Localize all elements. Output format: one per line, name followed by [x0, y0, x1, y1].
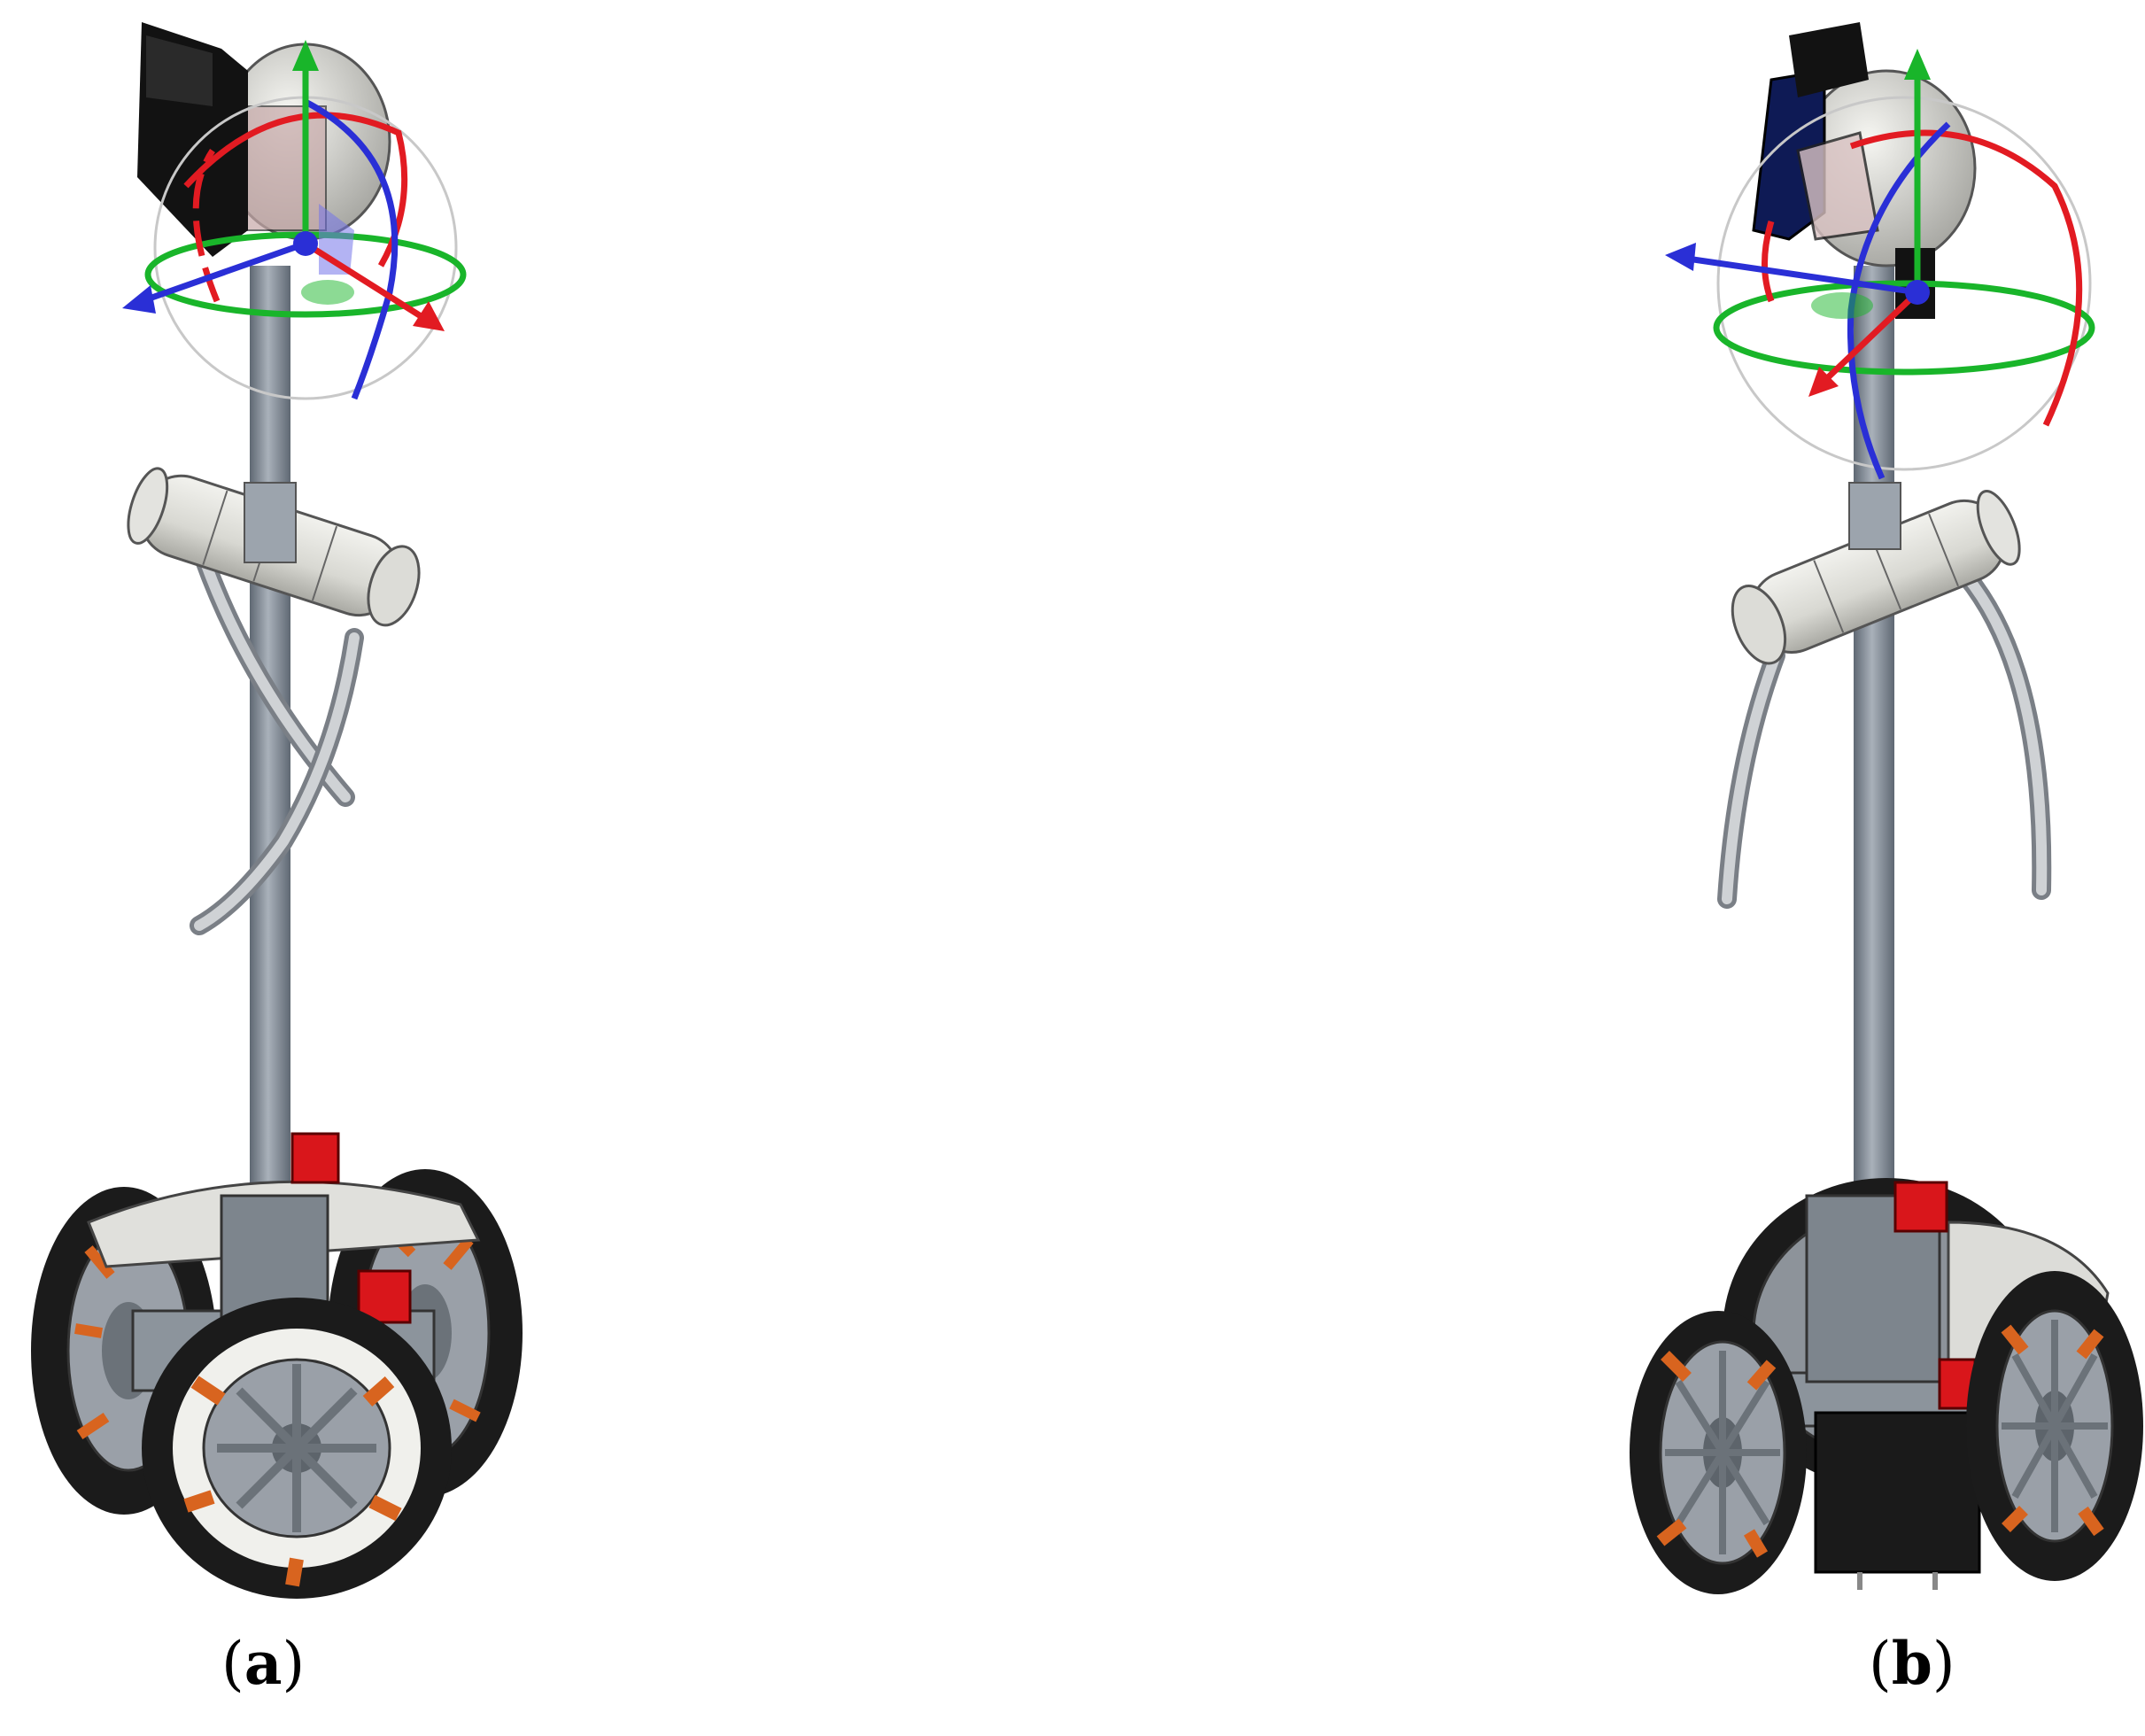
mobile-base-a: [31, 1132, 523, 1599]
head-b: [1752, 22, 1977, 319]
robot-model-b: [1630, 22, 2143, 1594]
caption-a: (a): [221, 1629, 306, 1698]
robot-model-a: [31, 22, 523, 1599]
shoulder-joint-b: [1731, 490, 2021, 665]
omni-wheel-right-b: [1966, 1271, 2143, 1581]
arm-tube-b-2-inner: [1961, 570, 2048, 895]
battery-box-b: [1814, 1411, 1981, 1574]
head-a: [137, 22, 391, 257]
omni-wheel-front-a: [142, 1298, 452, 1599]
arm-tube-a-2-inner: [194, 632, 360, 931]
marker-cube-a-1: [290, 1132, 340, 1184]
marker-cube-b-1: [1893, 1181, 1948, 1233]
arm-tube-b-1-inner: [1722, 650, 1781, 904]
mobile-base-b: [1630, 1178, 2143, 1594]
caption-b: (b): [1869, 1629, 1955, 1698]
omni-wheel-left-b: [1630, 1311, 1807, 1594]
mast-collar-a: [244, 482, 297, 563]
manipulator-gizmo-b: [1665, 49, 2095, 480]
mast-collar-b: [1848, 482, 1901, 550]
manipulator-gizmo-icon: [122, 40, 467, 400]
marker-cube-a-2: [357, 1269, 412, 1324]
